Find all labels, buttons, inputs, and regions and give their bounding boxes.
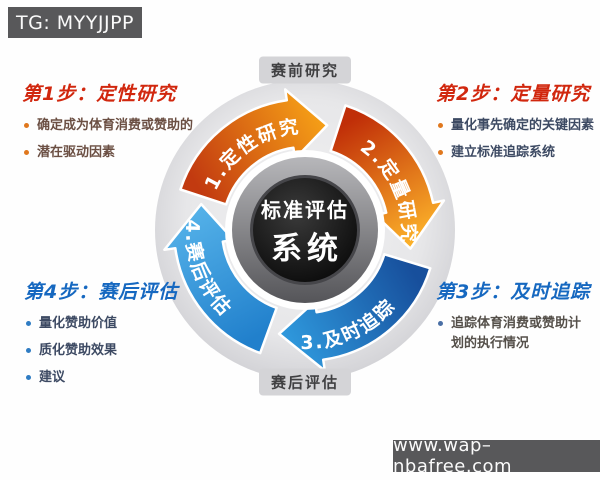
tg-watermark-text: TG: MYYJJPP — [16, 11, 134, 34]
tg-watermark-badge: TG: MYYJJPP — [8, 7, 142, 38]
bullet-text: 建议 — [39, 370, 66, 386]
bullet-item: 潜在驱动因素 — [22, 143, 214, 163]
bullet-item: 量化赞助价值 — [24, 314, 214, 334]
arrow-step1-qualitative — [179, 88, 329, 206]
step-1-block: 第1步：定性研究 确定成为体育消费或赞助的潜在驱动因素 — [22, 79, 214, 170]
step-3-title: 第3步：及时追踪 — [436, 281, 591, 303]
step-4-bullets: 量化赞助价值质化赞助效果建议 — [24, 314, 214, 388]
bullet-text: 潜在驱动因素 — [37, 145, 116, 161]
bullet-dot-icon — [24, 150, 29, 156]
post-game-evaluation-label: 赛后评估 — [258, 368, 352, 396]
bullet-item: 量化事先确定的关键因素 — [436, 116, 598, 136]
bullet-item: 质化赞助效果 — [24, 341, 214, 361]
step-2-title: 第2步：定量研究 — [436, 83, 591, 105]
center-core-circle — [253, 178, 357, 282]
bullet-dot-icon — [438, 123, 443, 128]
site-url-text: www.wap–nbafree.com — [393, 435, 513, 477]
bullet-text: 量化赞助价值 — [39, 316, 118, 331]
bullet-dot-icon — [24, 123, 29, 128]
step-2-block: 第2步：定量研究 量化事先确定的关键因素建立标准追踪系统 — [436, 79, 598, 170]
bullet-dot-icon — [26, 348, 31, 354]
bullet-item: 追踪体育消费或赞助计划的执行情况 — [436, 314, 588, 354]
bullet-item: 确定成为体育消费或赞助的 — [22, 116, 214, 136]
step-3-bullets: 追踪体育消费或赞助计划的执行情况 — [436, 314, 588, 354]
bullet-text: 质化赞助效果 — [39, 343, 118, 359]
bullet-text: 追踪体育消费或赞助计划的执行情况 — [451, 316, 582, 352]
step-1-title: 第1步：定性研究 — [22, 83, 177, 105]
bullet-dot-icon — [26, 321, 31, 326]
step-3-block: 第3步：及时追踪 追踪体育消费或赞助计划的执行情况 — [436, 277, 591, 361]
bullet-item: 建立标准追踪系统 — [436, 143, 598, 163]
step-1-bullets: 确定成为体育消费或赞助的潜在驱动因素 — [22, 116, 214, 163]
bullet-text: 确定成为体育消费或赞助的 — [37, 118, 194, 133]
bullet-text: 建立标准追踪系统 — [451, 145, 556, 161]
step-2-bullets: 量化事先确定的关键因素建立标准追踪系统 — [436, 116, 598, 163]
bullet-dot-icon — [438, 321, 443, 326]
center-title-line2: 系统 — [271, 231, 343, 267]
arrow-step2-quantitative — [329, 104, 446, 250]
bullet-item: 建议 — [24, 368, 214, 388]
pre-game-research-label: 赛前研究 — [258, 56, 352, 84]
center-title-line1: 标准评估 — [261, 198, 349, 222]
step-4-block: 第4步：赛后评估 量化赞助价值质化赞助效果建议 — [24, 277, 214, 395]
step-4-title: 第4步：赛后评估 — [24, 281, 179, 303]
site-url-badge: www.wap–nbafree.com — [393, 435, 600, 477]
bullet-text: 量化事先确定的关键因素 — [451, 118, 595, 133]
arrow-step4-post-evaluation — [163, 202, 278, 355]
bullet-dot-icon — [26, 375, 31, 381]
bullet-dot-icon — [438, 150, 443, 156]
